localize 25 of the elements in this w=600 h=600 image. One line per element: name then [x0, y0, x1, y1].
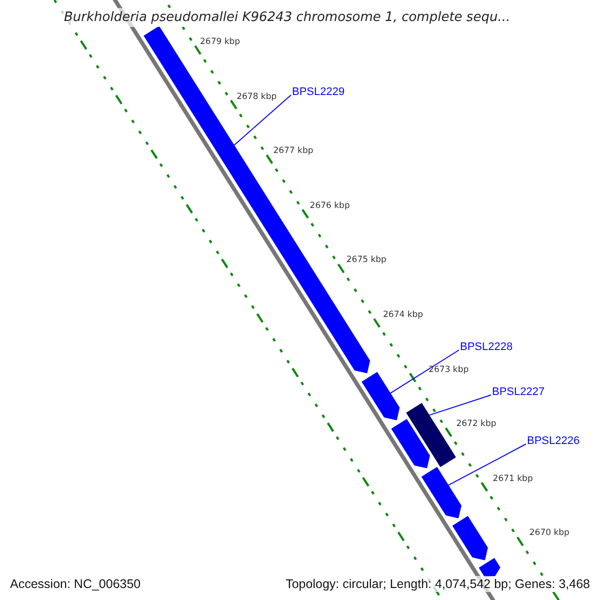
leader-line: [428, 394, 492, 416]
gene-feature: [144, 26, 370, 374]
gene-label: BPSL2229: [292, 86, 345, 98]
scale-label: 2677 kbp: [273, 146, 314, 156]
gene-feature: [406, 402, 456, 468]
gene-label: BPSL2227: [492, 386, 545, 398]
summary-text: Topology: circular; Length: 4,074,542 bp; Genes: 3,468: [284, 576, 592, 592]
scale-label: 2675 kbp: [346, 255, 386, 266]
leader-line: [234, 94, 292, 146]
scale-label: 2678 kbp: [236, 92, 277, 102]
gene-label: BPSL2226: [527, 435, 580, 447]
accession-text: Accession: NC_006350: [8, 576, 143, 592]
scale-label: 2672 kbp: [456, 419, 496, 430]
scale-label: 2670 kbp: [529, 528, 570, 538]
scale-label: 2679 kbp: [200, 37, 240, 47]
gene-label: BPSL2228: [460, 341, 513, 353]
scale-label: 2671 kbp: [492, 474, 533, 484]
gene-feature: [452, 516, 488, 560]
leader-line: [390, 350, 460, 394]
gene-feature: [421, 466, 462, 518]
gene-feature: [391, 418, 430, 468]
gene-feature: [362, 372, 400, 420]
scale-label: 2676 kbp: [310, 200, 350, 211]
leader-line: [448, 444, 526, 486]
scale-label: 2673 kbp: [428, 364, 469, 375]
